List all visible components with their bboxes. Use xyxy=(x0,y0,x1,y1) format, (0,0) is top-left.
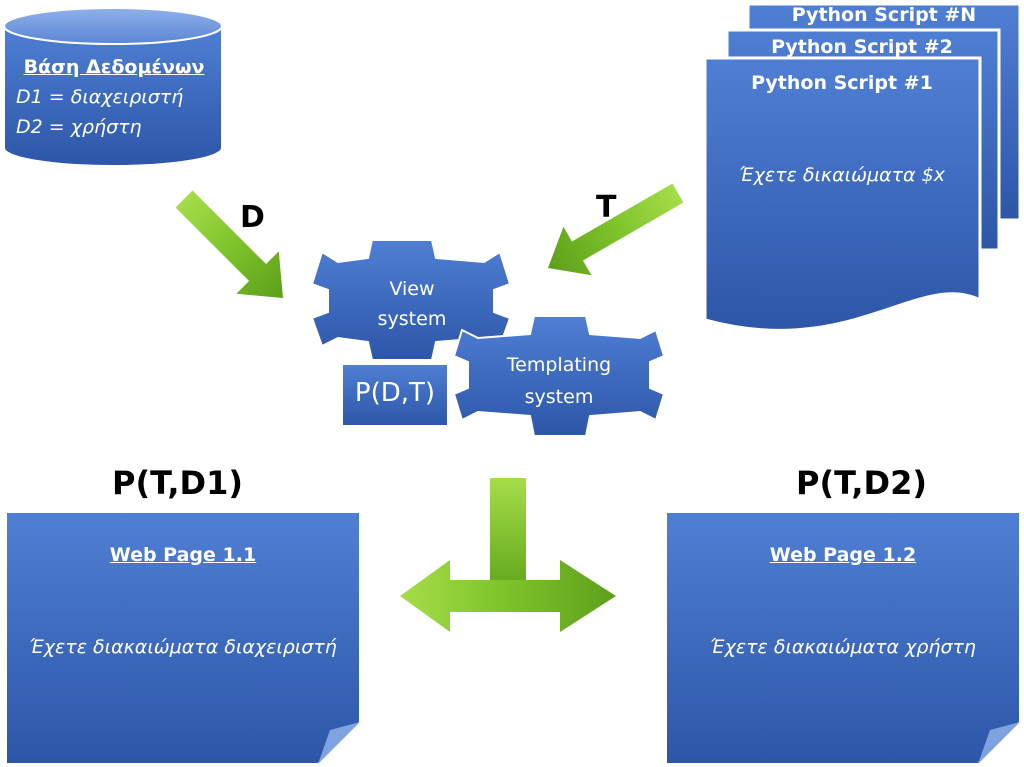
script-1-title: Python Script #1 xyxy=(751,72,933,94)
arrow-d-label: D xyxy=(240,200,265,235)
script-page-1 xyxy=(703,56,982,332)
database-title: Βάση Δεδομένων xyxy=(23,56,205,78)
script-1-body: Έχετε δικαιώματα $x xyxy=(739,164,945,186)
view-system-gear-shape xyxy=(310,239,512,361)
web-page-1-1-body: Έχετε διακαιώματα διαχειριστή xyxy=(29,636,337,658)
view-system-label-2: system xyxy=(377,308,447,330)
pdt-box xyxy=(341,363,449,427)
view-system-label-1: View xyxy=(389,278,435,300)
arrow-t-label: T xyxy=(596,190,617,225)
templating-system-gear-shape xyxy=(452,315,666,437)
python-script-stack xyxy=(703,2,1022,332)
database-line-d1: D1 = διαχειριστή xyxy=(16,86,184,108)
page-curl-1 xyxy=(318,722,360,764)
arrow-d xyxy=(175,190,283,298)
script-2-title: Python Script #2 xyxy=(771,36,953,58)
pdt-label: P(D,T) xyxy=(354,378,436,408)
templating-system-label-2: system xyxy=(524,386,594,408)
templating-system-label-1: Templating xyxy=(506,354,612,376)
database-line-d2: D2 = χρήστη xyxy=(16,116,142,138)
page-curl-2 xyxy=(978,722,1020,764)
output-right-heading: P(T,D2) xyxy=(796,464,927,502)
database-cylinder xyxy=(3,7,223,167)
split-arrow xyxy=(400,478,616,632)
script-n-title: Python Script #N xyxy=(791,4,977,26)
output-left-heading: P(T,D1) xyxy=(112,464,243,502)
web-page-1-1-title: Web Page 1.1 xyxy=(109,544,257,566)
web-page-1-2-title: Web Page 1.2 xyxy=(769,544,917,566)
web-page-1-2-body: Έχετε διακαιώματα χρήστη xyxy=(710,636,976,658)
arrow-t xyxy=(548,183,684,276)
